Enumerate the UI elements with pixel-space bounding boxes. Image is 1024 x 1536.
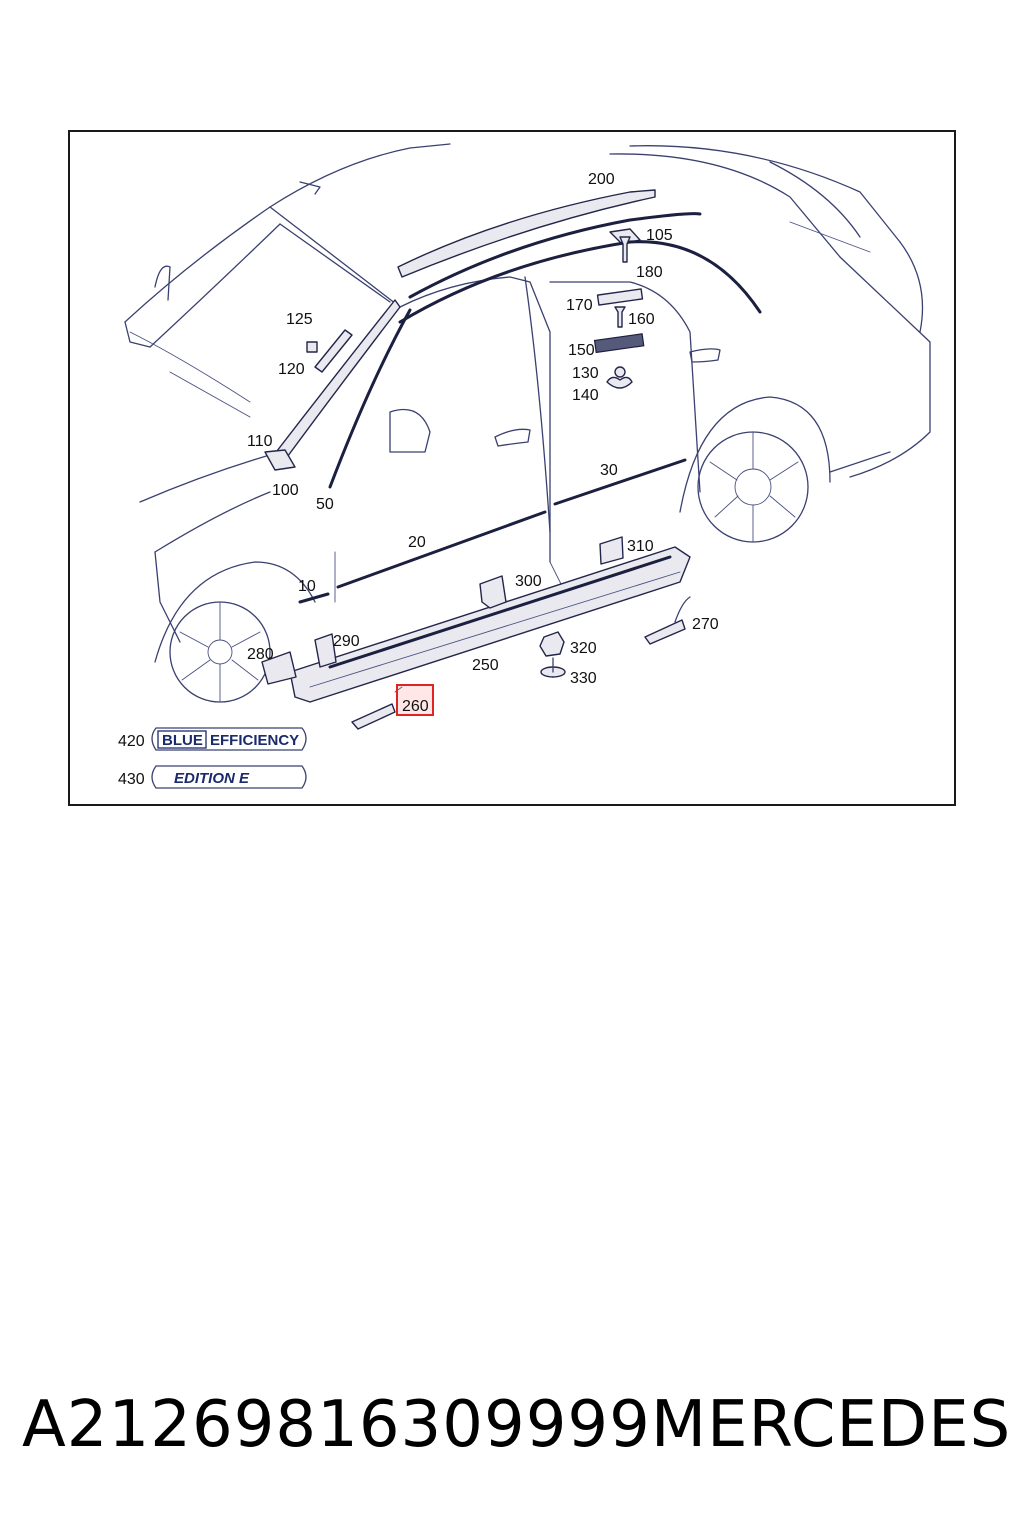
brand-name: MERCEDES <box>650 1388 1012 1462</box>
callout-260-highlight <box>396 684 434 716</box>
callout-125: 125 <box>286 311 313 328</box>
callout-20: 20 <box>408 534 426 551</box>
blue-efficiency-badge: BLUE EFFICIENCY <box>151 727 307 751</box>
bracket-280-part <box>261 651 297 685</box>
callout-320: 320 <box>570 640 597 657</box>
beltline-strip-30 <box>553 458 687 506</box>
callout-420: 420 <box>118 733 145 750</box>
cover-270-part <box>644 619 686 645</box>
cover-260-part <box>351 703 396 730</box>
callout-130: 130 <box>572 365 599 382</box>
callout-430: 430 <box>118 771 145 788</box>
beltline-strip-10 <box>298 592 330 604</box>
callout-120: 120 <box>278 361 305 378</box>
callout-300: 300 <box>515 573 542 590</box>
beltline-strip-20 <box>336 510 547 589</box>
part-number: A21269816309999 <box>22 1388 651 1462</box>
callout-160: 160 <box>628 311 655 328</box>
callout-270: 270 <box>692 616 719 633</box>
callout-10: 10 <box>298 578 316 595</box>
callout-290: 290 <box>333 633 360 650</box>
sill-panel-part <box>289 546 691 703</box>
callout-140: 140 <box>572 387 599 404</box>
clip-130-part <box>614 366 626 378</box>
screw-180-part <box>619 236 631 263</box>
car-body-outline <box>124 143 931 703</box>
clip-140-part <box>606 376 633 389</box>
callout-170: 170 <box>566 297 593 314</box>
callout-250: 250 <box>472 657 499 674</box>
callout-310: 310 <box>627 538 654 555</box>
callout-180: 180 <box>636 264 663 281</box>
a-pillar-end-part <box>264 449 296 471</box>
clip-150-part <box>593 333 645 354</box>
bracket-310-part <box>599 536 624 565</box>
roof-rail-part <box>397 189 656 278</box>
bracket-290-part <box>314 633 337 668</box>
bottom-caption: A21269816309999 MERCEDES <box>0 1380 1024 1470</box>
bracket-part <box>314 329 353 373</box>
parts-diagram: 200 105 180 170 160 150 130 140 125 120 … <box>118 143 931 789</box>
callout-200: 200 <box>588 171 615 188</box>
callout-50: 50 <box>316 496 334 513</box>
bracket-300-part <box>479 575 507 609</box>
callout-260: 260 <box>402 698 429 715</box>
callout-labels: 200 105 180 170 160 150 130 140 125 120 … <box>118 171 719 788</box>
clip-part <box>306 341 318 353</box>
callout-100: 100 <box>272 482 299 499</box>
trim-parts <box>261 189 762 730</box>
callout-330: 330 <box>570 670 597 687</box>
screw-160-part <box>614 306 626 328</box>
callout-30: 30 <box>600 462 618 479</box>
badge-edition-word: EDITION E <box>174 770 250 787</box>
callout-150: 150 <box>568 342 595 359</box>
badge-blue-word: BLUE <box>162 732 203 749</box>
parts-diagram-frame: 200 105 180 170 160 150 130 140 125 120 … <box>68 130 956 806</box>
badge-efficiency-word: EFFICIENCY <box>210 732 299 749</box>
callout-280: 280 <box>247 646 274 663</box>
a-pillar-strip-part <box>269 299 401 465</box>
nut-320-part <box>539 631 565 657</box>
callout-105: 105 <box>646 227 673 244</box>
callout-110: 110 <box>247 433 273 450</box>
edition-e-badge: EDITION E <box>151 765 307 789</box>
clip-170-part <box>596 288 644 306</box>
